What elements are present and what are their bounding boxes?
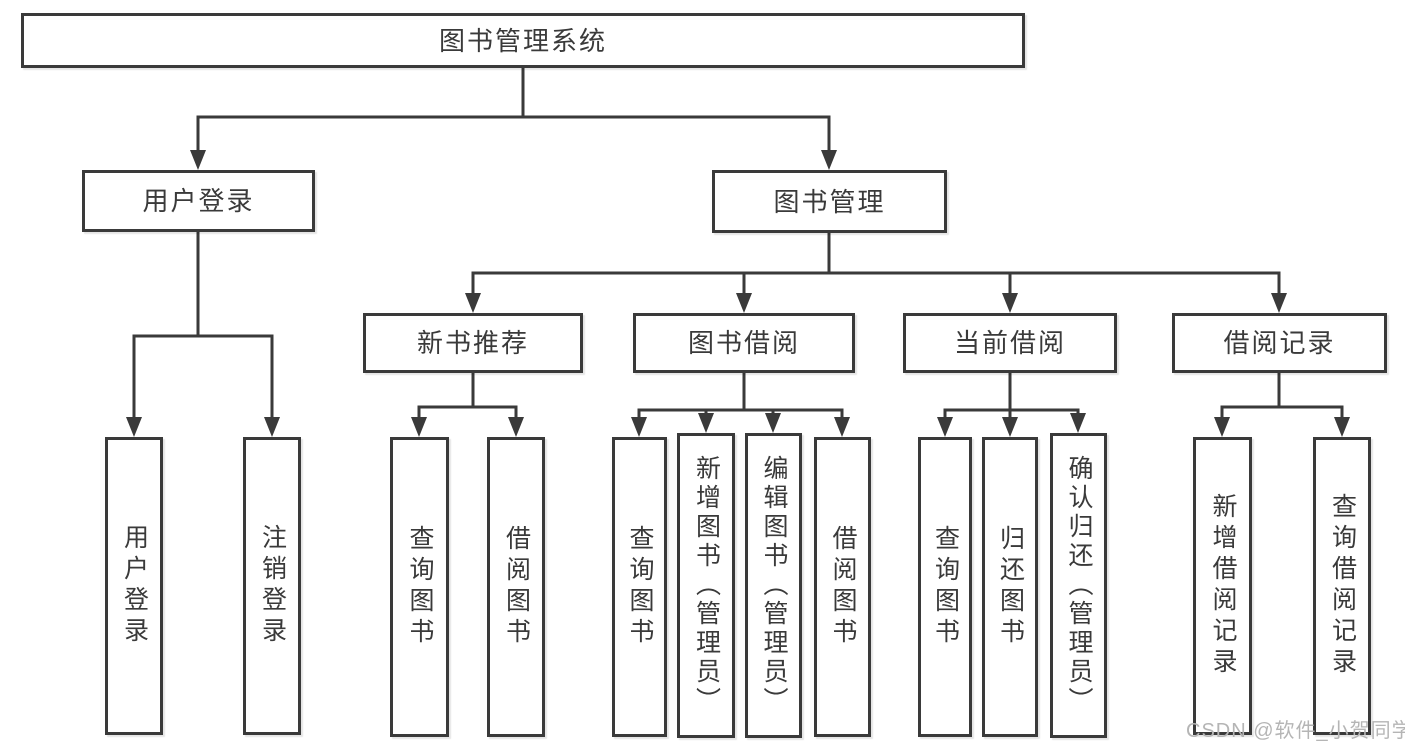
arrowhead-icon bbox=[264, 417, 280, 437]
leaf-query-borrow-record-label: 查询借阅记录 bbox=[1328, 493, 1357, 679]
node-book-borrowing: 图书借阅 bbox=[633, 313, 855, 373]
node-library-system-label: 图书管理系统 bbox=[438, 25, 607, 56]
leaf-user-login-label: 用户登录 bbox=[120, 524, 149, 648]
leaf-borrow-books-recommend-label: 借阅图书 bbox=[502, 525, 531, 649]
arrowhead-icon bbox=[1214, 417, 1230, 437]
arrowhead-icon bbox=[1070, 413, 1086, 433]
leaf-add-borrow-record: 新增借阅记录 bbox=[1193, 437, 1252, 735]
leaf-query-books-recommend: 查询图书 bbox=[390, 437, 449, 737]
node-borrowing-records-label: 借阅记录 bbox=[1223, 328, 1336, 358]
arrowhead-icon bbox=[411, 417, 427, 437]
arrowhead-icon bbox=[631, 417, 647, 437]
arrowhead-icon bbox=[465, 293, 481, 313]
node-borrowing-records: 借阅记录 bbox=[1172, 313, 1387, 373]
arrowhead-icon bbox=[1334, 417, 1350, 437]
leaf-confirm-return-admin-label: 确认归还（管理员） bbox=[1065, 455, 1093, 716]
leaf-query-books-current-label: 查询图书 bbox=[931, 525, 960, 649]
node-book-management-label: 图书管理 bbox=[773, 186, 886, 217]
leaf-add-borrow-record-label: 新增借阅记录 bbox=[1209, 493, 1237, 679]
watermark: CSDN @软件_小贺同学 bbox=[1186, 720, 1405, 742]
leaf-query-books-current: 查询图书 bbox=[918, 437, 972, 737]
node-new-book-recommendation: 新书推荐 bbox=[363, 313, 583, 373]
arrowhead-icon bbox=[698, 413, 714, 433]
node-new-book-recommendation-label: 新书推荐 bbox=[416, 328, 529, 358]
node-user-login: 用户登录 bbox=[82, 170, 315, 232]
arrowhead-icon bbox=[1002, 417, 1018, 437]
leaf-user-login: 用户登录 bbox=[105, 437, 163, 735]
arrowhead-icon bbox=[126, 417, 142, 437]
arrowhead-icon bbox=[765, 413, 781, 433]
node-current-borrowing-label: 当前借阅 bbox=[953, 328, 1066, 358]
leaf-borrow-books-recommend: 借阅图书 bbox=[487, 437, 545, 737]
arrowhead-icon bbox=[937, 417, 953, 437]
leaf-borrow-books-borrowing: 借阅图书 bbox=[814, 437, 871, 737]
arrowhead-icon bbox=[1002, 293, 1018, 313]
node-library-system: 图书管理系统 bbox=[21, 13, 1025, 68]
arrowhead-icon bbox=[1271, 293, 1287, 313]
leaf-query-borrow-record: 查询借阅记录 bbox=[1313, 437, 1371, 735]
leaf-logout-login: 注销登录 bbox=[243, 437, 301, 735]
arrowhead-icon bbox=[508, 417, 524, 437]
leaf-query-books-recommend-label: 查询图书 bbox=[406, 525, 434, 649]
node-book-management: 图书管理 bbox=[712, 170, 947, 233]
node-user-login-label: 用户登录 bbox=[142, 186, 255, 216]
arrowhead-icon bbox=[821, 150, 837, 170]
leaf-add-book-admin: 新增图书（管理员） bbox=[677, 433, 735, 738]
leaf-borrow-books-borrowing-label: 借阅图书 bbox=[829, 525, 857, 649]
arrowhead-icon bbox=[190, 150, 206, 170]
leaf-confirm-return-admin: 确认归还（管理员） bbox=[1050, 433, 1107, 738]
arrowhead-icon bbox=[736, 293, 752, 313]
leaf-logout-login-label: 注销登录 bbox=[258, 524, 287, 648]
node-current-borrowing: 当前借阅 bbox=[903, 313, 1117, 373]
leaf-edit-book-admin: 编辑图书（管理员） bbox=[745, 433, 802, 738]
leaf-query-books-borrowing-label: 查询图书 bbox=[626, 525, 654, 649]
leaf-add-book-admin-label: 新增图书（管理员） bbox=[692, 455, 721, 716]
node-book-borrowing-label: 图书借阅 bbox=[687, 328, 800, 358]
leaf-edit-book-admin-label: 编辑图书（管理员） bbox=[760, 455, 788, 716]
leaf-query-books-borrowing: 查询图书 bbox=[612, 437, 667, 737]
arrowhead-icon bbox=[834, 417, 850, 437]
leaf-return-book: 归还图书 bbox=[982, 437, 1038, 737]
leaf-return-book-label: 归还图书 bbox=[996, 525, 1025, 649]
